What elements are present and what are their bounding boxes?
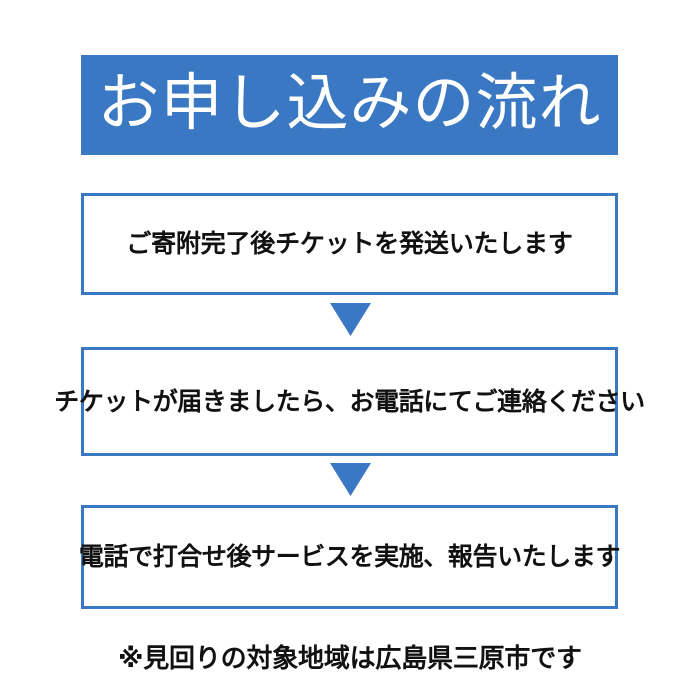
arrow-down-triangle-icon-1 (330, 303, 371, 336)
footer-note: ※見回りの対象地域は広島県三原市です (0, 643, 700, 674)
flow-step-3: 電話で打合せ後サービスを実施、報告いたします (78, 505, 621, 609)
flow-step-2-label: チケットが届きましたら、お電話にてご連絡ください (54, 387, 645, 416)
page-title: お申し込みの流れ (97, 69, 602, 138)
flow-step-1: ご寄附完了後チケットを発送いたします (81, 193, 618, 295)
arrow-down-triangle-icon-2 (330, 463, 371, 496)
footer-note-text: ※見回りの対象地域は広島県三原市です (118, 643, 582, 673)
flow-step-2: チケットが届きましたら、お電話にてご連絡ください (54, 347, 645, 456)
flow-step-3-label: 電話で打合せ後サービスを実施、報告いたします (78, 543, 621, 571)
flow-step-1-label: ご寄附完了後チケットを発送いたします (126, 230, 573, 258)
header-banner: お申し込みの流れ (81, 55, 618, 155)
